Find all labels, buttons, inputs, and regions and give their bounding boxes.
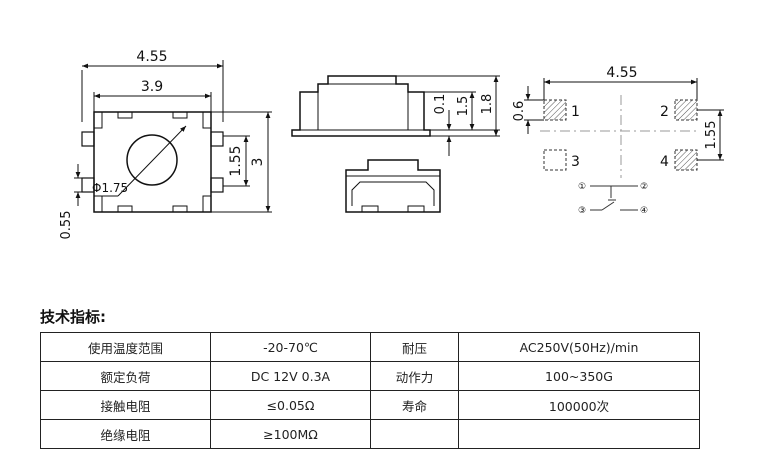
pin-label-3: 3 [571, 154, 580, 170]
specs-title: 技术指标: [40, 308, 106, 326]
schematic-pin-1: ① [578, 182, 586, 192]
spec-label: 寿命 [370, 390, 459, 420]
pad-size-label: 0.6 [512, 101, 527, 122]
spec-label [370, 419, 459, 449]
schematic-pin-4: ④ [640, 206, 648, 216]
spec-value [458, 419, 700, 449]
switch-schematic: ① ③ ② ④ [578, 182, 648, 216]
schematic-pin-3: ③ [578, 206, 586, 216]
switch-body-outline [93, 111, 212, 213]
table-row: 绝缘电阻 ≥100MΩ [40, 419, 700, 449]
pin-label-2: 2 [660, 104, 669, 120]
spec-label: 额定负荷 [40, 361, 211, 391]
pad-4 [674, 149, 698, 171]
lead-right-bottom [210, 177, 224, 193]
side-dim-a-label: 0.1 [433, 94, 448, 115]
pad-1 [543, 99, 567, 121]
spec-value: 100000次 [458, 390, 700, 420]
side-body [291, 75, 431, 137]
pin-label-4: 4 [660, 154, 669, 170]
top-view: 4.55 3.9 Φ1.75 1.55 3 [59, 49, 272, 239]
lead-width-label: 0.55 [59, 211, 74, 240]
switch-dimension-drawing: 4.55 3.9 Φ1.75 1.55 3 [59, 49, 724, 239]
pcb-footprint: 4.55 1 2 3 4 0.6 1.55 [512, 65, 724, 178]
side-view: 0.1 1.5 1.8 [291, 75, 500, 213]
lead-left-top [81, 131, 95, 147]
spec-label: 耐压 [370, 332, 459, 362]
pin-label-1: 1 [571, 104, 580, 120]
footprint-width-label: 4.55 [606, 65, 637, 81]
schematic-pin-2: ② [640, 182, 648, 192]
table-row: 使用温度范围 -20-70℃ 耐压 AC250V(50Hz)/min [40, 332, 700, 362]
spec-value: AC250V(50Hz)/min [458, 332, 700, 362]
lead-spacing-label: 1.55 [228, 145, 244, 176]
lead-right-top [210, 131, 224, 147]
side-dim-c-label: 1.8 [480, 94, 495, 115]
side-dim-b-label: 1.5 [456, 96, 471, 117]
overall-height-label: 3 [250, 158, 266, 167]
spec-label: 接触电阻 [40, 390, 211, 420]
button-diameter-label: Φ1.75 [92, 181, 128, 195]
pad-2 [674, 99, 698, 121]
spec-label: 绝缘电阻 [40, 419, 211, 449]
end-view-body [345, 159, 441, 213]
spec-value: ≤0.05Ω [210, 390, 371, 420]
spec-value: ≥100MΩ [210, 419, 371, 449]
pad-spacing-label: 1.55 [704, 121, 719, 150]
spec-label: 动作力 [370, 361, 459, 391]
inner-width-label: 3.9 [141, 79, 163, 95]
table-row: 接触电阻 ≤0.05Ω 寿命 100000次 [40, 390, 700, 420]
spec-value: DC 12V 0.3A [210, 361, 371, 391]
lead-left-bottom [81, 177, 95, 193]
spec-table: 使用温度范围 -20-70℃ 耐压 AC250V(50Hz)/min 额定负荷 … [40, 332, 700, 449]
table-row: 额定负荷 DC 12V 0.3A 动作力 100~350G [40, 361, 700, 391]
spec-value: -20-70℃ [210, 332, 371, 362]
spec-label: 使用温度范围 [40, 332, 211, 362]
overall-width-label: 4.55 [136, 49, 167, 65]
spec-value: 100~350G [458, 361, 700, 391]
button-actuator [126, 134, 178, 186]
pad-3 [543, 149, 567, 171]
